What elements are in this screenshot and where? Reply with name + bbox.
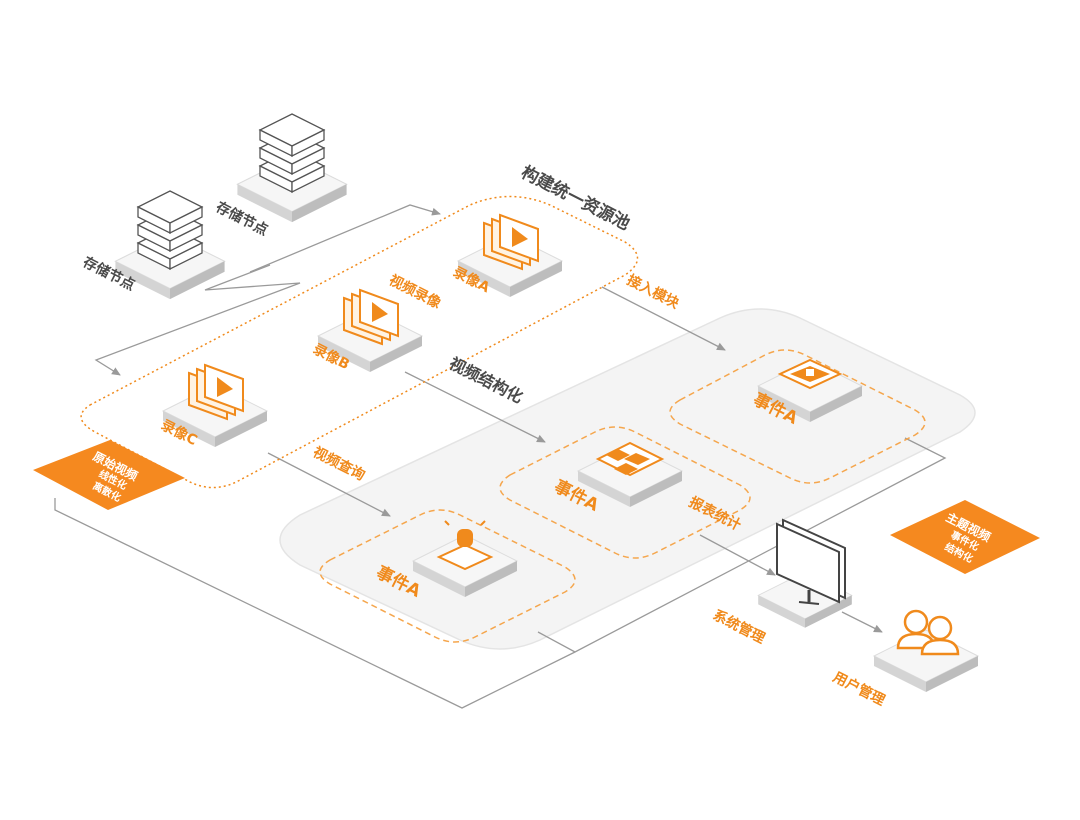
report-arrow [699,534,776,576]
flow-label-access-module: 接入模块 [624,271,683,312]
event-tile-query [412,520,518,598]
connector-lines [54,204,947,709]
lock-icon [777,358,843,390]
user-management-tile [873,609,979,693]
structuring-arrow [404,371,546,443]
event-region-structuring [499,426,751,559]
access-arrow [601,286,726,351]
event-region-access [669,349,926,484]
theme-video-badge: 主题视频 事件化 结构化 [890,500,1040,574]
storage-server-2 [236,113,348,223]
event-region-query [319,509,576,643]
system-management-label: 系统管理 [710,606,768,647]
user-mgmt-arrow [841,611,883,633]
event-tile-access [757,358,863,423]
query-arrow [267,452,391,517]
raw-video-loop-line [54,498,576,709]
users-icon [896,609,960,656]
theme-loop-line [537,437,947,653]
resource-pool-region [80,195,639,489]
storage-loop-line [94,264,301,376]
event-tile-structuring [577,441,683,508]
pool-title: 构建统一资源池 [518,162,634,235]
flow-label-video-query: 视频查询 [310,443,368,484]
storage-to-pool-line [249,204,441,273]
raw-video-badge: 原始视频 线性化 离散化 [33,440,185,510]
alarm-icon [436,520,494,571]
user-management-label: 用户管理 [830,668,888,709]
monitor-icon [776,518,846,605]
grid-layout-icon [595,441,665,477]
system-management-tile [757,518,853,629]
